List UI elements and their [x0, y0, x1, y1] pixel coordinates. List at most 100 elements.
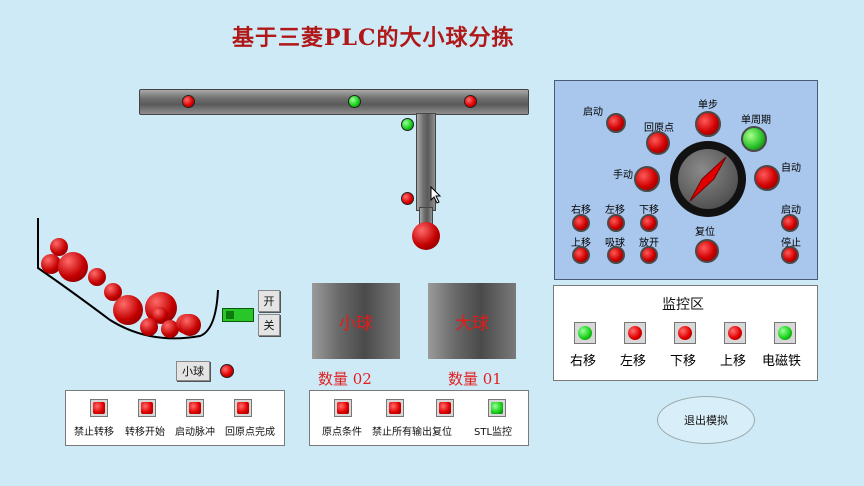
ball	[58, 252, 88, 282]
reset-label: 复位	[695, 227, 715, 238]
status-lamp-dot	[189, 402, 201, 414]
status-lamp-dot	[141, 402, 153, 414]
manual-button[interactable]	[634, 166, 660, 192]
large-ball-bin: 大球	[428, 283, 516, 359]
large-ball-count: 数量 01	[448, 370, 502, 388]
ball-hopper	[37, 218, 219, 340]
off-button[interactable]: 关	[258, 314, 280, 336]
monitor-lamp	[574, 322, 596, 344]
down-button[interactable]	[640, 214, 658, 232]
monitor-lamp	[774, 322, 796, 344]
status-lamp-dot	[389, 402, 401, 414]
step-label: 单步	[698, 100, 718, 111]
right-label: 右移	[571, 205, 591, 216]
release-label: 放开	[639, 238, 659, 249]
status-lamp	[234, 399, 252, 417]
status-lamp-dot	[491, 402, 503, 414]
arm-lower-limit-lamp	[401, 192, 414, 205]
ball	[152, 307, 168, 323]
rail-limit-left-lamp	[182, 95, 195, 108]
rail-limit-right-lamp	[464, 95, 477, 108]
left-button[interactable]	[607, 214, 625, 232]
ball	[161, 320, 179, 338]
status-label: 启动脉冲	[175, 427, 215, 438]
monitor-label: 左移	[620, 354, 647, 369]
status-lamp-dot	[93, 402, 105, 414]
status-lamp-dot	[237, 402, 249, 414]
status-lamp	[90, 399, 108, 417]
small-ball-bin: 小球	[312, 283, 400, 359]
small-ball-count: 数量 02	[318, 370, 372, 388]
status-label: 禁止转移	[74, 427, 114, 438]
monitor-label: 上移	[720, 354, 747, 369]
knob-pointer	[689, 156, 727, 202]
status-label: 回原点完成	[225, 427, 275, 438]
plug-actuator-tip	[226, 311, 234, 319]
release-button[interactable]	[640, 246, 658, 264]
held-ball	[412, 222, 440, 250]
arm-upper-limit-lamp	[401, 118, 414, 131]
auto-button[interactable]	[754, 165, 780, 191]
monitor-panel: 监控区 右移 左移 下移 上移 电磁铁	[553, 285, 818, 381]
status-lamp	[436, 399, 454, 417]
page-title: 基于三菱PLC的大小球分拣	[232, 25, 515, 51]
start-button[interactable]	[606, 113, 626, 133]
status-panel-right: 原点条件 禁止所有输出复位 STL监控	[309, 390, 529, 446]
monitor-lamp-dot	[778, 326, 792, 340]
monitor-lamp	[674, 322, 696, 344]
status-lamp	[386, 399, 404, 417]
ball	[140, 318, 158, 336]
ball	[88, 268, 106, 286]
ball	[104, 283, 122, 301]
status-label: 禁止所有输出复位	[372, 427, 452, 438]
rail-limit-middle-lamp	[348, 95, 361, 108]
monitor-title: 监控区	[662, 297, 704, 313]
monitor-lamp-dot	[578, 326, 592, 340]
status-lamp	[186, 399, 204, 417]
status-panel-left: 禁止转移 转移开始 启动脉冲 回原点完成	[65, 390, 285, 446]
status-label: 转移开始	[125, 427, 165, 438]
up-label: 上移	[571, 238, 591, 249]
stop-button[interactable]	[781, 246, 799, 264]
mode-selector-knob[interactable]	[670, 141, 746, 217]
on-button[interactable]: 开	[258, 290, 280, 312]
monitor-lamp	[624, 322, 646, 344]
manual-label: 手动	[613, 170, 633, 181]
single-cycle-label: 单周期	[741, 115, 771, 126]
monitor-lamp-dot	[678, 326, 692, 340]
small-ball-lamp	[220, 364, 234, 378]
start2-button[interactable]	[781, 214, 799, 232]
home-button[interactable]	[646, 131, 670, 155]
status-lamp	[488, 399, 506, 417]
start-label: 启动	[583, 107, 603, 118]
ball	[113, 295, 143, 325]
ball	[41, 254, 61, 274]
status-label: STL监控	[474, 427, 513, 438]
auto-label: 自动	[781, 163, 801, 174]
single-cycle-button[interactable]	[741, 126, 767, 152]
right-button[interactable]	[572, 214, 590, 232]
down-label: 下移	[639, 205, 659, 216]
control-panel: 启动 回原点 单步 单周期 手动 自动 右移 左移 下移 启动 上移 吸球 放开…	[554, 80, 818, 280]
ball	[179, 314, 201, 336]
step-button[interactable]	[695, 111, 721, 137]
up-button[interactable]	[572, 246, 590, 264]
suck-label: 吸球	[605, 238, 625, 249]
reset-button[interactable]	[695, 239, 719, 263]
monitor-label: 电磁铁	[762, 354, 802, 369]
monitor-label: 右移	[570, 354, 597, 369]
status-lamp-dot	[439, 402, 451, 414]
stop-label: 停止	[781, 238, 801, 249]
status-label: 原点条件	[322, 427, 362, 438]
monitor-label: 下移	[670, 354, 697, 369]
monitor-lamp	[724, 322, 746, 344]
ball	[50, 238, 68, 256]
monitor-lamp-dot	[728, 326, 742, 340]
small-ball-button[interactable]: 小球	[176, 361, 210, 381]
status-lamp	[138, 399, 156, 417]
status-lamp	[334, 399, 352, 417]
left-label: 左移	[605, 205, 625, 216]
status-lamp-dot	[337, 402, 349, 414]
suck-button[interactable]	[607, 246, 625, 264]
exit-simulation-button[interactable]: 退出模拟	[657, 396, 755, 444]
